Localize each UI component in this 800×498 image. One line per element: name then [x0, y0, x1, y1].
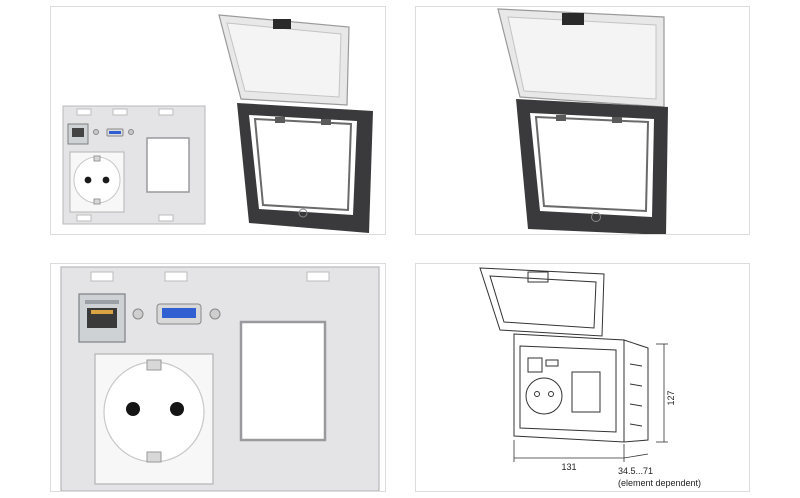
depth-dimension-label: 34.5...71: [618, 466, 653, 476]
module-plate: [62, 105, 206, 225]
lid-latch: [562, 13, 584, 25]
frame-with-lid-view: [415, 6, 750, 235]
module-closeup-illustration: [60, 266, 380, 491]
schuko-socket: [69, 151, 125, 213]
blank-cutout: [146, 137, 190, 193]
lid-latch: [273, 19, 291, 29]
dimension-drawing-view: 127 131 34.5...71 (element dependent): [415, 263, 750, 492]
frame-with-lid: [497, 8, 668, 234]
frame-illustration: [497, 8, 668, 234]
module-and-frame-view: [50, 6, 386, 235]
dimension-drawing: 127 131 34.5...71 (element dependent): [479, 267, 701, 488]
rj45-port: [67, 123, 89, 145]
usb-port: [156, 303, 202, 325]
dimension-lines: [513, 343, 668, 462]
usb-port: [106, 128, 124, 137]
rj45-port: [78, 293, 126, 343]
screw-icon: [132, 308, 144, 320]
width-dimension-label: 131: [561, 462, 576, 472]
module-and-frame-illustration: [62, 14, 373, 233]
module-plate: [60, 266, 380, 491]
depth-note-label: (element dependent): [618, 478, 701, 488]
module-closeup-view: [50, 263, 386, 492]
frame-with-lid: [218, 14, 373, 233]
height-dimension-label: 127: [666, 390, 676, 405]
schuko-socket: [94, 353, 214, 485]
screw-icon: [93, 129, 99, 135]
blank-cutout: [239, 320, 327, 442]
screw-icon: [128, 129, 134, 135]
screw-icon: [209, 308, 221, 320]
